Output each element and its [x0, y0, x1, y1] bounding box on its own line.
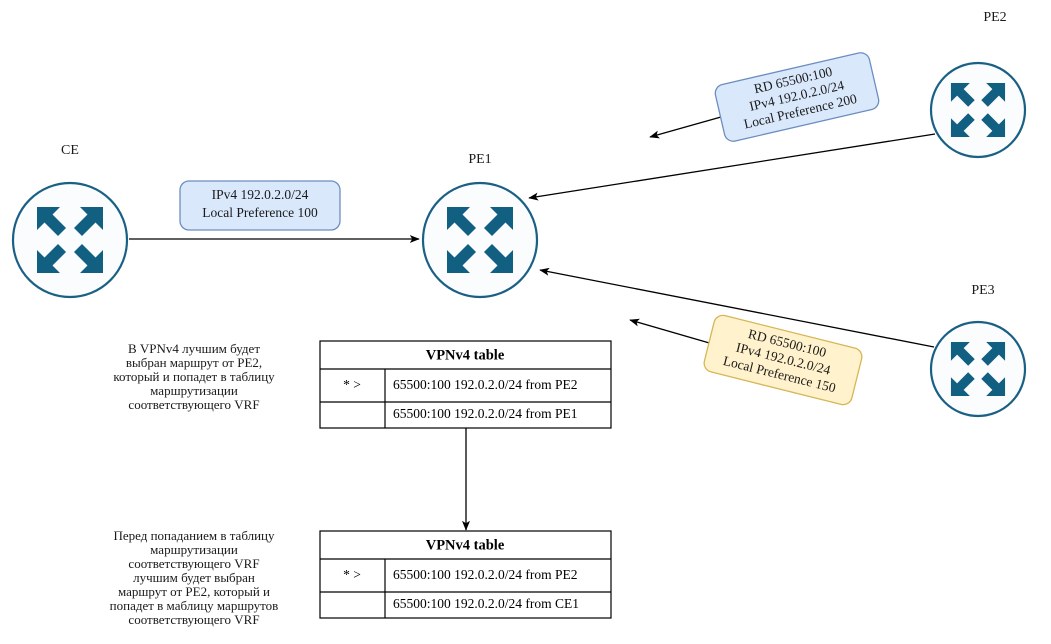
table-outer-border — [319, 530, 612, 619]
row-route: 65500:100 192.0.2.0/24 from PE2 — [393, 377, 578, 392]
node-pe2[interactable]: PE2 — [929, 10, 1027, 159]
callout-box — [703, 314, 863, 406]
vpnv4-table-bottom[interactable]: VPNv4 table * > 65500:100 192.0.2.0/24 f… — [319, 530, 612, 619]
callout-line-2: Local Preference 100 — [202, 205, 318, 220]
note-line: Перед попаданием в таблицу — [113, 528, 275, 543]
router-icon — [37, 207, 103, 273]
row-route: 65500:100 192.0.2.0/24 from PE1 — [393, 406, 578, 421]
note-vpnv4: В VPNv4 лучшим будет выбран маршрут от P… — [113, 341, 275, 412]
callout-box — [714, 52, 880, 142]
router-circle — [11, 181, 129, 299]
note-line: соответствующего VRF — [128, 612, 259, 627]
node-label-pe3: PE3 — [971, 283, 994, 298]
node-label-pe1: PE1 — [468, 152, 491, 167]
router-circle — [421, 181, 539, 299]
router-icon — [447, 207, 513, 273]
table-row[interactable]: * > 65500:100 192.0.2.0/24 from PE2 — [343, 377, 577, 392]
node-pe1[interactable]: PE1 — [421, 152, 539, 299]
table-row[interactable]: 65500:100 192.0.2.0/24 from PE1 — [393, 406, 578, 421]
row-route: 65500:100 192.0.2.0/24 from CE1 — [393, 596, 579, 611]
row-marker: * > — [343, 377, 361, 392]
table-row[interactable]: * > 65500:100 192.0.2.0/24 from PE2 — [343, 567, 577, 582]
callout-pe3-advert[interactable]: RD 65500:100 IPv4 192.0.2.0/24 Local Pre… — [702, 313, 864, 406]
note-line: соответствующего VRF — [128, 397, 259, 412]
node-label-ce: CE — [61, 143, 79, 158]
router-icon — [950, 82, 1006, 138]
note-line: маршрутизации — [150, 542, 238, 557]
note-line: маршрутизации — [150, 383, 238, 398]
node-label-pe2: PE2 — [983, 10, 1006, 25]
note-line: выбран маршрут от PE2, — [126, 355, 262, 370]
note-line: маршрут от PE2, который и — [118, 584, 270, 599]
note-line: лучшим будет выбран — [133, 570, 255, 585]
callout-pe2-advert[interactable]: RD 65500:100 IPv4 192.0.2.0/24 Local Pre… — [714, 51, 881, 143]
table-title: VPNv4 table — [426, 537, 505, 553]
note-line: соответствующего VRF — [128, 556, 259, 571]
table-row[interactable]: 65500:100 192.0.2.0/24 from CE1 — [393, 596, 579, 611]
table-title: VPNv4 table — [426, 347, 505, 363]
note-vrf: Перед попаданием в таблицу маршрутизации… — [110, 528, 279, 627]
table-outer-border — [319, 340, 612, 429]
node-pe3[interactable]: PE3 — [929, 283, 1027, 418]
router-icon — [950, 341, 1006, 397]
note-line: попадет в маблицу маршрутов — [110, 598, 279, 613]
edge-pe2-to-pe1 — [528, 133, 936, 201]
callout-line-1: IPv4 192.0.2.0/24 — [212, 187, 309, 202]
row-route: 65500:100 192.0.2.0/24 from PE2 — [393, 567, 578, 582]
note-line: который и попадет в таблицу — [113, 369, 275, 384]
node-ce[interactable]: CE — [11, 143, 129, 299]
router-circle — [929, 320, 1027, 418]
callout-ce-advert[interactable]: IPv4 192.0.2.0/24 Local Preference 100 — [179, 180, 341, 231]
edge-pe3-to-pe1 — [539, 267, 935, 348]
edges-layer — [129, 105, 936, 531]
vpnv4-table-top[interactable]: VPNv4 table * > 65500:100 192.0.2.0/24 f… — [319, 340, 612, 429]
row-marker: * > — [343, 567, 361, 582]
callout-box — [179, 180, 341, 231]
note-line: В VPNv4 лучшим будет — [128, 341, 260, 356]
router-circle — [929, 61, 1027, 159]
